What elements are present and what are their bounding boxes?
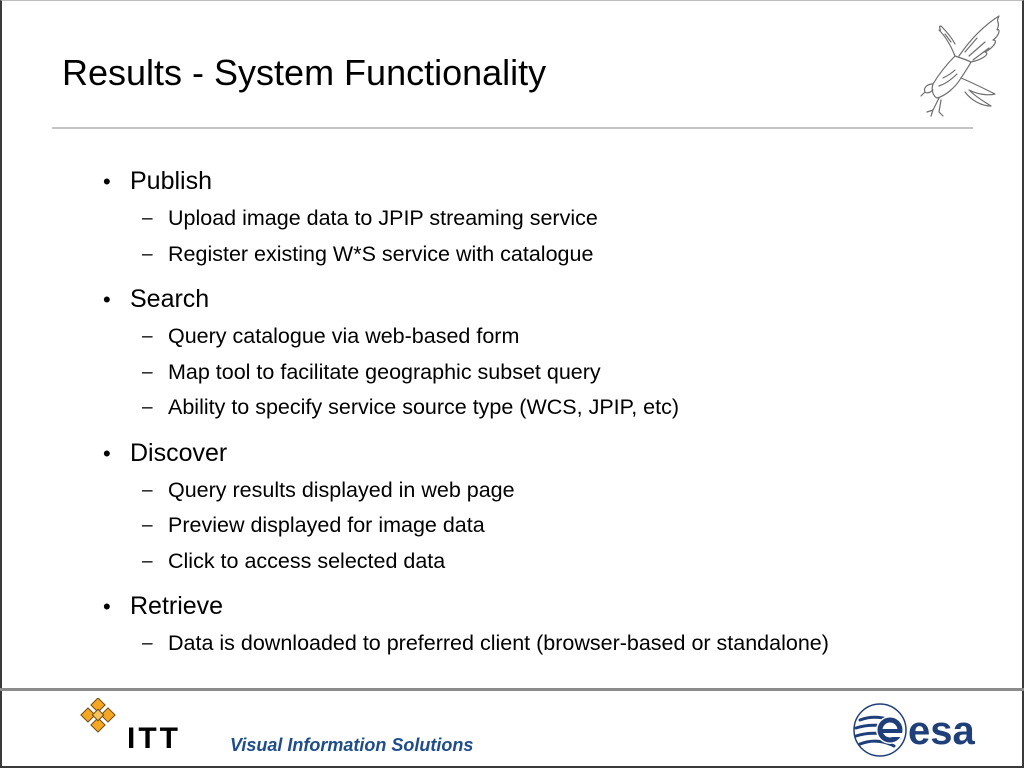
esa-logo-icon: esa xyxy=(853,703,975,757)
sub-bullet-text: Click to access selected data xyxy=(168,548,446,573)
sub-bullet-item: –Click to access selected data xyxy=(100,544,1000,580)
bullet-group-search: •Search –Query catalogue via web-based f… xyxy=(100,280,1000,426)
dash-marker: – xyxy=(142,361,153,383)
dash-marker: – xyxy=(142,397,153,418)
bullet-text: Search xyxy=(130,285,210,313)
dash-marker: – xyxy=(142,515,153,536)
sub-bullet-text: Data is downloaded to preferred client (… xyxy=(168,631,829,655)
bullet-group-retrieve: • Retrieve –Data is downloaded to preferr… xyxy=(100,587,1000,662)
dash-marker: – xyxy=(142,208,153,229)
sub-bullet-text: Preview displayed for image data xyxy=(168,513,485,537)
sub-bullet-item: –Register existing W*S service with cata… xyxy=(100,237,1000,273)
division-name: Visual Information Solutions xyxy=(230,735,474,755)
sub-bullet-item: –Preview displayed for image data xyxy=(100,508,1000,544)
dash-marker: – xyxy=(142,243,153,265)
dash-marker: – xyxy=(142,633,153,654)
bullet-marker: • xyxy=(103,287,111,312)
itt-diamond-icon xyxy=(80,698,116,733)
bullet-marker: • xyxy=(103,440,111,466)
title-divider xyxy=(52,127,973,129)
bullet-marker: • xyxy=(103,594,111,619)
sub-bullet-text: Register existing W*S service with catal… xyxy=(168,241,594,266)
bullet-item: • Search xyxy=(100,280,1000,319)
bullet-item: • Discover xyxy=(100,434,1000,473)
footer-divider xyxy=(0,688,1024,691)
sub-bullet-item: –Query catalogue via web-based form xyxy=(100,319,1000,355)
bullet-group-discover: •Discover –Query results displayed in we… xyxy=(100,434,1000,580)
sub-bullet-item: –Data is downloaded to preferred client … xyxy=(100,626,1000,662)
eagle-icon xyxy=(920,15,1000,117)
sub-bullet-item: –Query results displayed in web page xyxy=(100,473,1000,509)
dash-marker: – xyxy=(142,550,153,572)
bullet-group-publish: • Publish –Upload image data to JPIP stre… xyxy=(100,162,1000,272)
sub-bullet-text: Upload image data to JPIP streaming serv… xyxy=(168,206,598,230)
bullet-item: • Retrieve xyxy=(100,587,1000,626)
bullet-text: Discover xyxy=(130,438,228,467)
bullet-text: Publish xyxy=(130,167,212,195)
dash-marker: – xyxy=(142,326,153,347)
itt-wordmark: ITT xyxy=(127,722,181,755)
sub-bullet-text: Query catalogue via web-based form xyxy=(168,324,520,348)
dash-marker: – xyxy=(142,479,153,501)
sub-bullet-text: Query results displayed in web page xyxy=(168,477,515,502)
bullet-list: •Publish –Upload image data to JPIP stre… xyxy=(100,162,1000,670)
sub-bullet-text: Map tool to facilitate geographic subset… xyxy=(168,359,601,384)
slide-title: Results - System Functionality xyxy=(62,52,547,93)
sub-bullet-item: –Ability to specify service source type … xyxy=(100,390,1000,426)
sub-bullet-item: –Upload image data to JPIP streaming ser… xyxy=(100,201,1000,237)
bullet-text: Retrieve xyxy=(130,592,224,620)
sub-bullet-item: –Map tool to facilitate geographic subse… xyxy=(100,355,1000,391)
sub-bullet-text: Ability to specify service source type (… xyxy=(168,395,679,419)
bullet-marker: • xyxy=(103,169,111,194)
bullet-item: • Publish xyxy=(100,162,1000,201)
esa-wordmark: esa xyxy=(908,709,975,753)
